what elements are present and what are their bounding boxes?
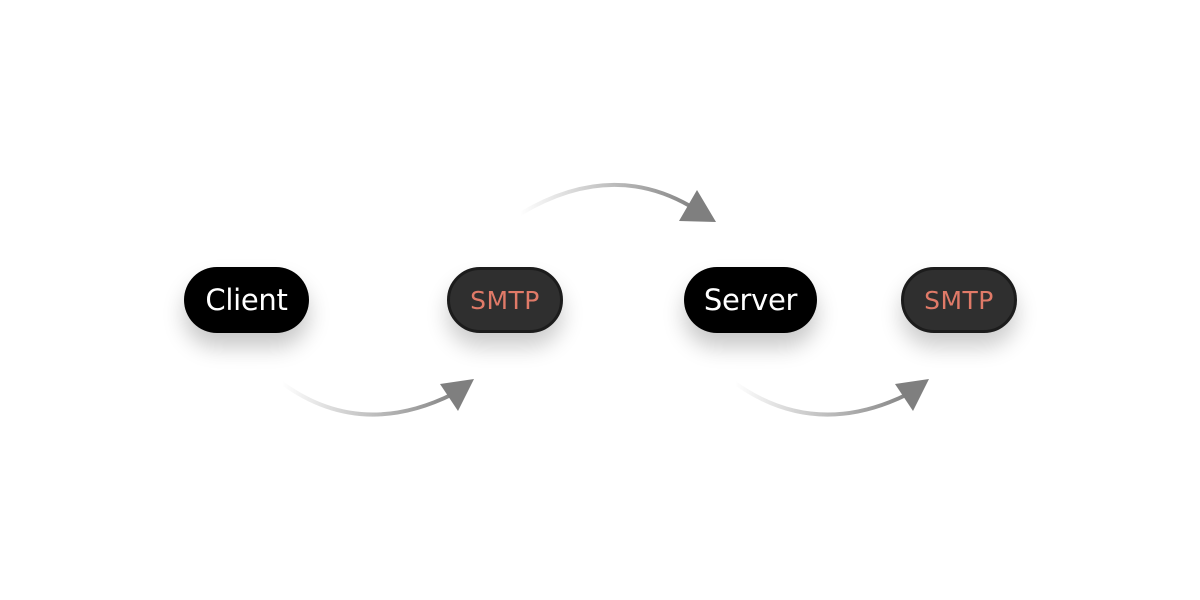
smtp-node-2: SMTP	[901, 267, 1017, 333]
arrow-server-to-smtp-head	[895, 379, 929, 411]
client-node: Client	[184, 267, 309, 333]
server-node: Server	[684, 267, 817, 333]
arrow-smtp-to-server	[518, 182, 716, 222]
arrow-server-to-smtp-line	[733, 381, 910, 417]
smtp-node-1: SMTP	[447, 267, 563, 333]
arrow-client-to-smtp-line	[280, 381, 455, 417]
smtp-node-2-label: SMTP	[924, 285, 994, 315]
arrow-smtp-to-server-line	[518, 182, 692, 216]
arrow-client-to-smtp	[280, 379, 474, 417]
server-node-label: Server	[703, 283, 798, 317]
arrow-server-to-smtp	[733, 379, 929, 417]
client-node-label: Client	[205, 283, 288, 317]
arrow-client-to-smtp-head	[440, 379, 474, 411]
smtp-node-1-label: SMTP	[470, 285, 540, 315]
arrow-smtp-to-server-head	[679, 190, 716, 222]
